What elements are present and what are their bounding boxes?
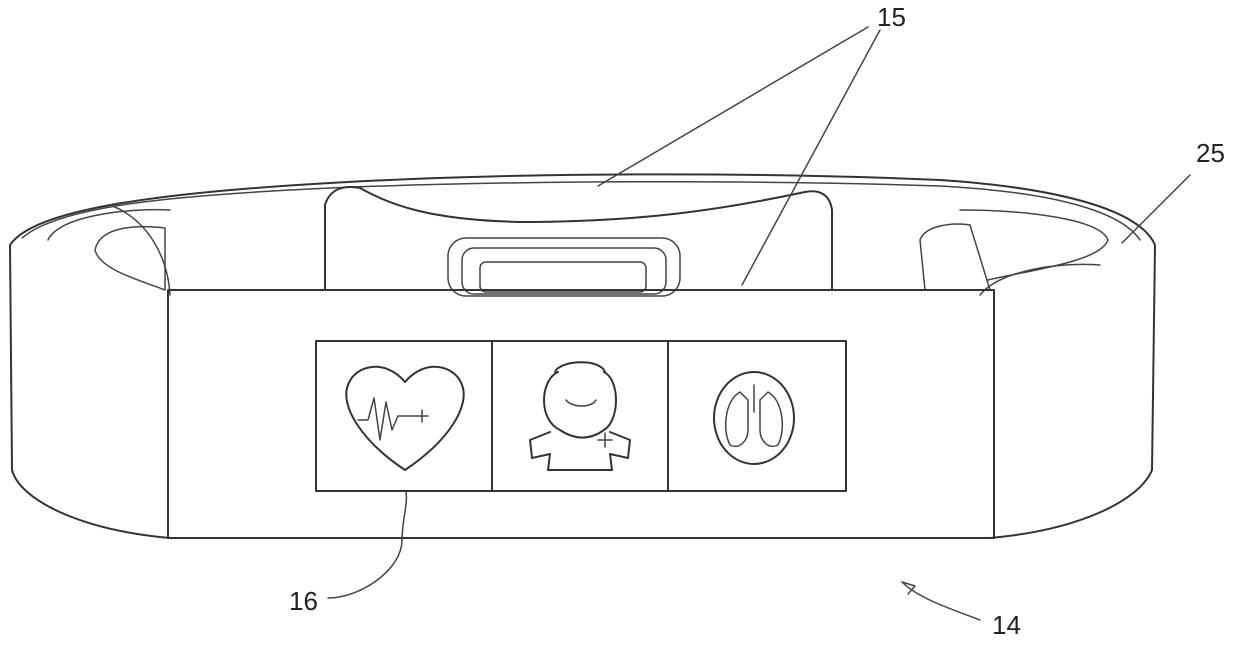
display-face-panel	[168, 290, 994, 538]
ref-numeral-25: 25	[1196, 140, 1225, 166]
icon-strip	[316, 341, 846, 491]
lungs-icon	[714, 372, 794, 464]
leader-15b	[742, 30, 880, 285]
connector-mid	[462, 248, 666, 294]
ref-numeral-14: 14	[992, 612, 1021, 638]
heart-rate-icon	[346, 367, 463, 470]
ref-numeral-16: 16	[289, 588, 318, 614]
leader-15a	[598, 27, 868, 186]
band-outer-shell	[10, 174, 1155, 538]
band-inner-left	[95, 227, 165, 290]
connector-inner	[480, 262, 646, 292]
leader-16	[328, 492, 406, 598]
leader-25	[1122, 175, 1190, 243]
nurse-icon	[530, 362, 630, 470]
ref-numeral-15: 15	[877, 4, 906, 30]
band-inner-right	[920, 224, 990, 290]
